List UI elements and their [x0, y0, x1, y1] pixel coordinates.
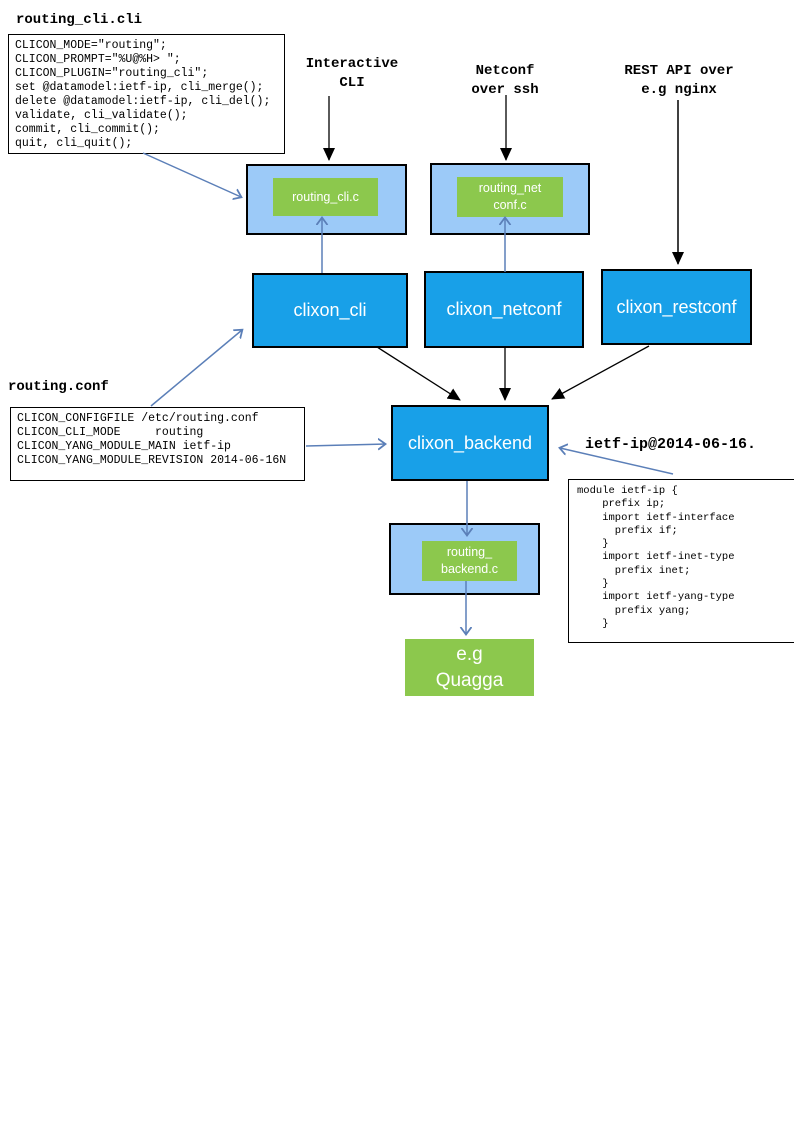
routing-backend-c-node: routing_ backend.c [422, 541, 517, 581]
clixon-backend-node: clixon_backend [391, 405, 549, 481]
clixon-restconf-node: clixon_restconf [601, 269, 752, 345]
routing-cli-c-node: routing_cli.c [273, 178, 378, 216]
backend-plugin-container: routing_ backend.c [389, 523, 540, 595]
quagga-node: e.g Quagga [405, 639, 534, 696]
conf-file-title: routing.conf [8, 379, 109, 395]
interactive-cli-label: Interactive CLI [305, 56, 399, 91]
cli-file-title: routing_cli.cli [16, 12, 143, 28]
ietf-ip-module-label: ietf-ip@2014-06-16. [585, 436, 757, 453]
routing-netconf-c-node: routing_net conf.c [457, 177, 563, 217]
arrow-restconf-to-backend [551, 345, 650, 400]
arrow-conf-to-clixoncli [150, 330, 242, 407]
cli-file-code-box: CLICON_MODE="routing"; CLICON_PROMPT="%U… [8, 34, 285, 154]
netconf-over-ssh-label: Netconf over ssh [471, 63, 539, 98]
arrow-cli-to-backend [376, 346, 461, 401]
clixon-netconf-node: clixon_netconf [424, 271, 584, 348]
yang-module-code-box: module ietf-ip { prefix ip; import ietf-… [568, 479, 794, 643]
netconf-plugin-container: routing_net conf.c [430, 163, 590, 235]
clixon-cli-node: clixon_cli [252, 273, 408, 348]
rest-api-label: REST API over e.g nginx [624, 63, 734, 98]
arrow-clifile-to-cli-plugin [142, 152, 241, 197]
cli-plugin-container: routing_cli.c [246, 164, 407, 235]
conf-file-code-box: CLICON_CONFIGFILE /etc/routing.conf CLIC… [10, 407, 305, 481]
arrow-conf-to-backend [305, 444, 385, 446]
